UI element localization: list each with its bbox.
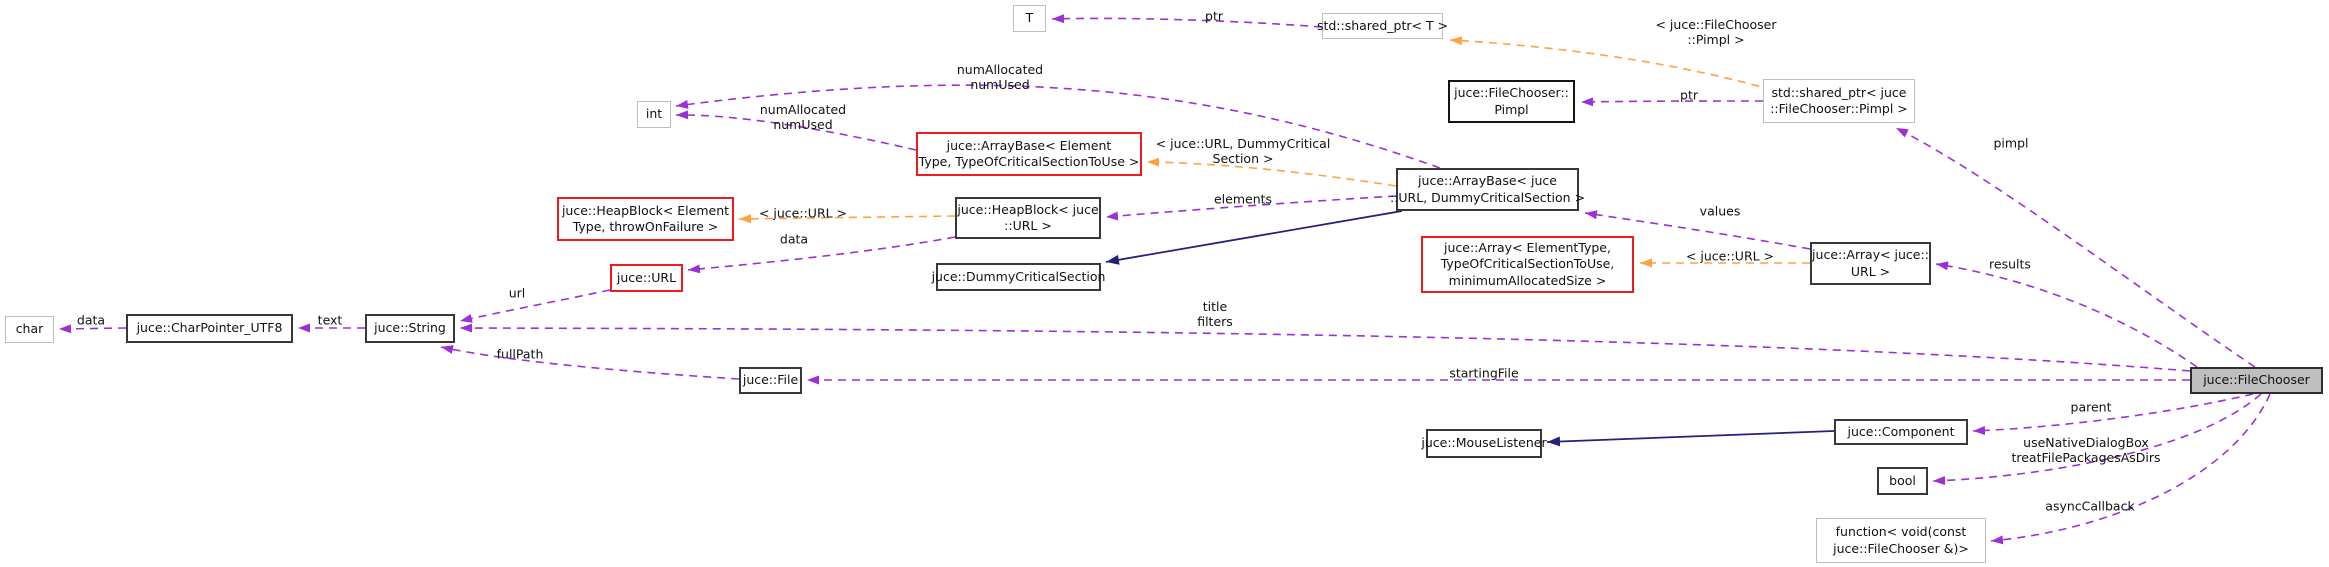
edge-url-string xyxy=(459,289,611,323)
class-node-juce-arraybase-url[interactable]: juce::ArrayBase< juce ::URL, DummyCritic… xyxy=(1390,168,1585,211)
class-node-juce-string[interactable]: juce::String xyxy=(365,314,455,343)
class-node-juce-component[interactable]: juce::Component xyxy=(1834,419,1968,445)
edge-label-template-args-heapblock: < juce::URL > xyxy=(758,205,848,221)
class-node-juce-array-template[interactable]: juce::Array< ElementType, TypeOfCritical… xyxy=(1421,236,1634,293)
edge-template-arraybase xyxy=(1146,157,1397,187)
edge-parent xyxy=(1972,393,2254,436)
edge-label-values: values xyxy=(1699,203,1741,219)
class-node-juce-charpointer-utf8[interactable]: juce::CharPointer_UTF8 xyxy=(126,314,293,343)
edge-label-text: text xyxy=(317,312,343,328)
edge-inherit-dummycriticalsection xyxy=(1105,210,1403,265)
edge-data-charpointer xyxy=(58,324,127,334)
class-node-juce-arraybase-template[interactable]: juce::ArrayBase< Element Type, TypeOfCri… xyxy=(916,132,1142,176)
class-node-juce-file[interactable]: juce::File xyxy=(739,367,802,394)
class-node-juce-heapblock-template[interactable]: juce::HeapBlock< Element Type, throwOnFa… xyxy=(557,197,734,241)
edge-asynccallback xyxy=(1990,393,2271,545)
edge-title-filters xyxy=(459,323,2191,372)
edge-numallocated-1 xyxy=(675,84,1441,169)
edge-label-template-args-array: < juce::URL > xyxy=(1685,248,1775,264)
class-node-juce-heapblock-url[interactable]: juce::HeapBlock< juce ::URL > xyxy=(955,197,1101,239)
edge-label-template-args-shared-ptr: < juce::FileChooser ::Pimpl > xyxy=(1655,17,1777,47)
class-node-int: int xyxy=(637,101,671,128)
edge-results xyxy=(1935,261,2198,368)
edge-label-ptr-shared-t: ptr xyxy=(1205,8,1223,24)
edge-pimpl xyxy=(1895,127,2256,368)
class-node-juce-url[interactable]: juce::URL xyxy=(610,264,683,292)
edge-label-parent: parent xyxy=(2070,399,2112,415)
class-node-std-shared-ptr-t: std::shared_ptr< T > xyxy=(1317,13,1448,39)
class-node-std-function-callback: function< void(const juce::FileChooser &… xyxy=(1816,518,1986,563)
edge-data-heapblock xyxy=(687,236,956,274)
edge-label-template-args-arraybase: < juce::URL, DummyCritical Section > xyxy=(1155,136,1331,166)
edge-label-numallocated-numused-2: numAllocated numUsed xyxy=(759,102,847,132)
edge-label-fullpath: fullPath xyxy=(496,346,544,362)
edge-numallocated-2 xyxy=(675,110,917,151)
edge-ptr-to-t xyxy=(1051,14,1323,28)
edge-label-numallocated-numused-1: numAllocated numUsed xyxy=(956,62,1044,92)
class-node-std-shared-ptr-juce-filechooser-pimpl: std::shared_ptr< juce ::FileChooser::Pim… xyxy=(1763,79,1915,123)
edge-template-shared-ptr xyxy=(1449,36,1787,95)
edge-values xyxy=(1584,210,1811,250)
class-node-bool: bool xyxy=(1877,467,1928,495)
edge-label-results: results xyxy=(1989,256,2031,272)
edge-elements xyxy=(1105,195,1397,221)
edge-label-url: url xyxy=(508,285,526,301)
edge-label-startingfile: startingFile xyxy=(1449,365,1519,381)
edge-label-pimpl: pimpl xyxy=(1993,135,2029,151)
edge-label-data-charpointer: data xyxy=(76,312,106,328)
edge-inherit-mouselistener xyxy=(1546,430,1835,447)
class-node-char: char xyxy=(5,316,54,343)
class-node-juce-mouselistener[interactable]: juce::MouseListener xyxy=(1421,429,1547,458)
edge-label-data-heapblock: data xyxy=(779,231,809,247)
edge-usenativedialogbox xyxy=(1932,393,2262,486)
class-node-juce-filechooser: juce::FileChooser xyxy=(2190,367,2323,394)
edge-label-asynccallback: asyncCallback xyxy=(2045,498,2135,514)
edge-fullpath xyxy=(440,345,740,380)
class-node-juce-dummycriticalsection[interactable]: juce::DummyCriticalSection xyxy=(932,263,1105,291)
edge-label-title-filters: title filters xyxy=(1197,299,1233,329)
edge-ptr-to-pimpl xyxy=(1580,97,1764,107)
edge-label-ptr-pimpl: ptr xyxy=(1680,87,1698,103)
class-node-juce-array-url[interactable]: juce::Array< juce:: URL > xyxy=(1810,242,1931,285)
class-node-t: T xyxy=(1013,5,1046,32)
edge-label-elements: elements xyxy=(1213,191,1273,207)
class-node-juce-filechooser-pimpl[interactable]: juce::FileChooser:: Pimpl xyxy=(1448,80,1575,123)
edge-label-usenativedialogbox-treatfilepackagesasdirs: useNativeDialogBox treatFilePackagesAsDi… xyxy=(2011,435,2161,465)
